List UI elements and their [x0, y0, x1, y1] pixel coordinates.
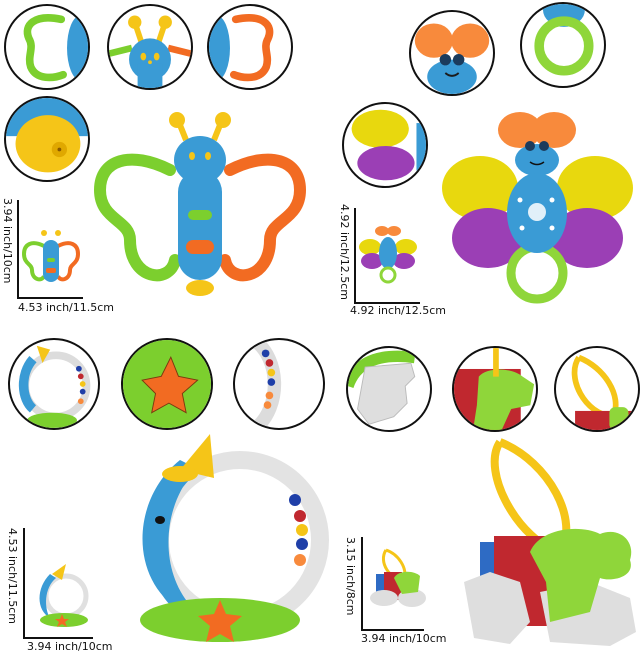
width-label: 3.94 inch/10cm: [361, 632, 447, 645]
detail-circle-keys: [452, 346, 538, 432]
width-label: 3.94 inch/10cm: [27, 640, 113, 653]
green-ring-icon: [23, 14, 88, 82]
height-axis: [23, 528, 25, 638]
detail-circle-moon-ring: [8, 338, 100, 430]
bee-teether-image: [442, 112, 633, 304]
height-axis: [354, 208, 356, 303]
height-label: 3.15 inch/8cm: [344, 537, 357, 616]
star-icon: [123, 340, 211, 428]
bee-wings-icon: [351, 109, 426, 181]
yellow-loop-icon: [571, 354, 638, 430]
yellow-cap-icon: [6, 98, 88, 173]
width-axis: [23, 637, 93, 639]
detail-circle-beads: [233, 338, 325, 430]
beads-icon: [249, 340, 282, 428]
white-key-icon: [348, 350, 416, 425]
moon-ring-icon: [18, 345, 91, 428]
height-label: 4.92 inch/12.5cm: [338, 204, 351, 300]
butterfly-thumbnail: [21, 230, 81, 282]
detail-circle-loop-handle: [554, 346, 640, 432]
width-axis: [354, 302, 420, 304]
height-label: 4.53 inch/11.5cm: [6, 528, 19, 624]
bee-face-icon: [414, 23, 490, 94]
bee-thumbnail: [359, 226, 417, 284]
moon-rattle-image: [140, 434, 329, 642]
keys-thumbnail: [370, 548, 426, 607]
detail-circle-green-wing: [4, 4, 90, 90]
detail-circle-teething-ring: [520, 2, 606, 88]
height-axis: [361, 537, 363, 630]
detail-circle-white-key: [346, 346, 432, 432]
butterfly-face-icon: [109, 15, 191, 88]
orange-ring-icon: [209, 14, 274, 82]
detail-circle-ears-face: [409, 10, 495, 96]
green-ring-icon: [534, 4, 594, 76]
width-axis: [17, 297, 83, 299]
detail-circle-star-button: [121, 338, 213, 430]
moon-thumbnail: [39, 564, 89, 627]
green-red-keys-icon: [454, 348, 535, 430]
detail-circle-bottom-cap: [4, 96, 90, 182]
detail-circle-wings: [342, 102, 428, 188]
butterfly-rattle-image: [93, 112, 307, 296]
detail-circle-orange-wing: [207, 4, 293, 90]
keys-rattle-image: [464, 438, 636, 646]
width-label: 4.53 inch/11.5cm: [18, 301, 114, 314]
width-label: 4.92 inch/12.5cm: [350, 304, 446, 317]
height-label: 3.94 inch/10cm: [1, 198, 14, 284]
width-axis: [361, 629, 424, 631]
detail-circle-antenna-face: [107, 4, 193, 90]
height-axis: [17, 200, 19, 298]
